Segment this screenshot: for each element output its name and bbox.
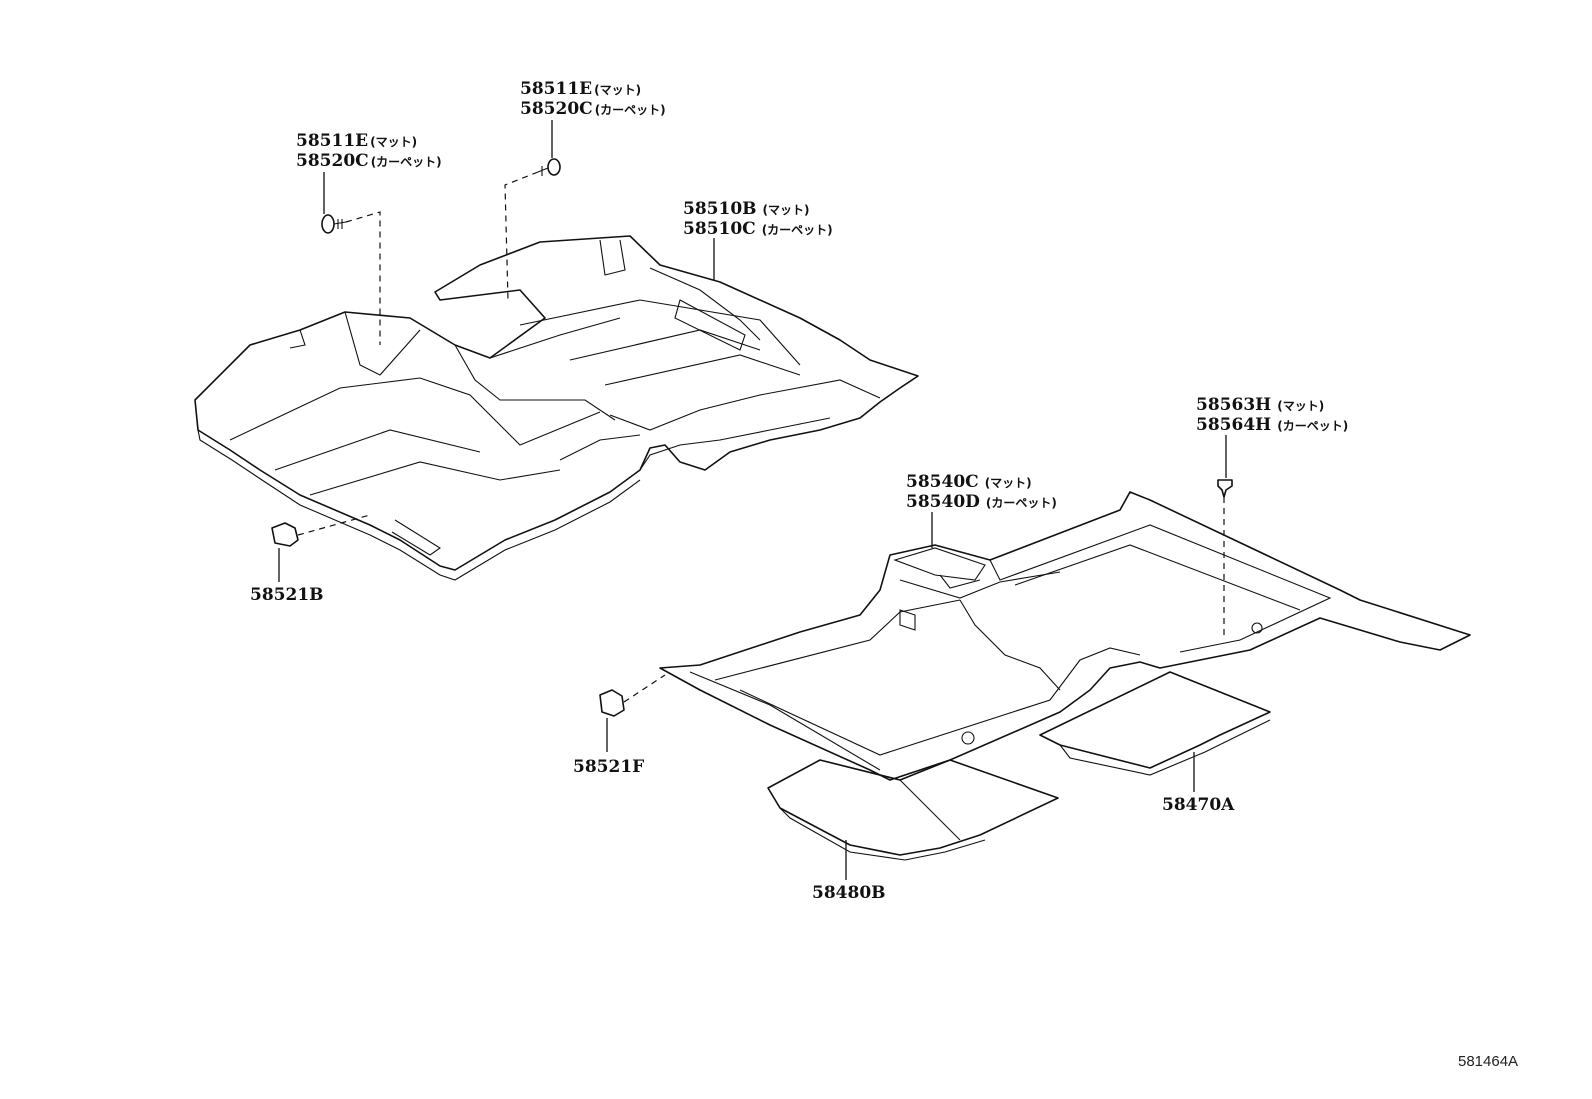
- svg-text:58563H(マット): 58563H (マット): [1196, 395, 1324, 415]
- callout-note: (マット): [370, 135, 417, 149]
- callout-58521f: 58521F: [573, 757, 644, 777]
- front-floor-carpet-part[interactable]: [194, 235, 919, 581]
- clip-58563h-part[interactable]: [1217, 479, 1233, 498]
- assembly-lines: [297, 171, 1225, 703]
- callout-part-number: 58510B: [683, 199, 757, 219]
- svg-text:58511E(マット): 58511E(マット): [520, 79, 641, 99]
- callout-58563h: 58563H (マット) 58564H (カーペット): [1196, 395, 1348, 435]
- svg-text:58564H(カーペット): 58564H (カーペット): [1196, 415, 1348, 435]
- callout-part-number: 58510C: [683, 219, 756, 239]
- rear-mat-piece-part[interactable]: [1039, 671, 1271, 776]
- svg-text:58510B(マット): 58510B (マット): [683, 199, 810, 219]
- callout-part-number: 58540D: [906, 492, 980, 512]
- callout-part-number: 58540C: [906, 472, 979, 492]
- callout-note: (マット): [763, 203, 810, 217]
- callout-note: (カーペット): [371, 155, 442, 169]
- leader-lines: [278, 120, 1227, 880]
- callout-part-number: 58520C: [296, 151, 369, 171]
- callout-part-number: 58563H: [1196, 395, 1271, 415]
- clip-58511e-left-part[interactable]: [321, 214, 347, 234]
- diagram-code: 581464A: [1458, 1053, 1518, 1070]
- callout-part-number: 58564H: [1196, 415, 1271, 435]
- callout-note: (カーペット): [986, 496, 1057, 510]
- callout-note: (カーペット): [595, 103, 666, 117]
- svg-text:58520C(カーペット): 58520C(カーペット): [520, 99, 666, 119]
- rear-floor-carpet-part[interactable]: [659, 491, 1471, 781]
- svg-text:58511E(マット): 58511E(マット): [296, 131, 417, 151]
- callout-58510: 58510B (マット) 58510C (カーペット): [683, 199, 833, 239]
- callout-note: (マット): [1277, 399, 1324, 413]
- callout-part-number: 58520C: [520, 99, 593, 119]
- callout-58511e-left: 58511E(マット) 58520C(カーペット): [296, 131, 442, 171]
- callout-note: (マット): [985, 476, 1032, 490]
- svg-text:58510C(カーペット): 58510C (カーペット): [683, 219, 833, 239]
- clip-58521f-part[interactable]: [599, 689, 625, 717]
- callout-58480b: 58480B: [812, 883, 886, 903]
- callout-note: (カーペット): [762, 223, 833, 237]
- svg-text:58520C(カーペット): 58520C(カーペット): [296, 151, 442, 171]
- svg-text:58540C(マット): 58540C (マット): [906, 472, 1032, 492]
- clip-58511e-right-part[interactable]: [537, 158, 561, 176]
- callout-58470a: 58470A: [1162, 795, 1235, 815]
- callout-part-number: 58511E: [520, 79, 592, 99]
- front-mat-piece-part[interactable]: [767, 759, 1059, 861]
- callout-note: (カーペット): [1277, 419, 1348, 433]
- callout-58511e-right: 58511E(マット) 58520C(カーペット): [520, 79, 666, 119]
- callout-note: (マット): [594, 83, 641, 97]
- callout-58540: 58540C (マット) 58540D (カーペット): [906, 472, 1057, 512]
- svg-text:58540D(カーペット): 58540D (カーペット): [906, 492, 1057, 512]
- callout-58521b: 58521B: [250, 585, 324, 605]
- clip-58521b-part[interactable]: [271, 522, 299, 547]
- callout-part-number: 58511E: [296, 131, 368, 151]
